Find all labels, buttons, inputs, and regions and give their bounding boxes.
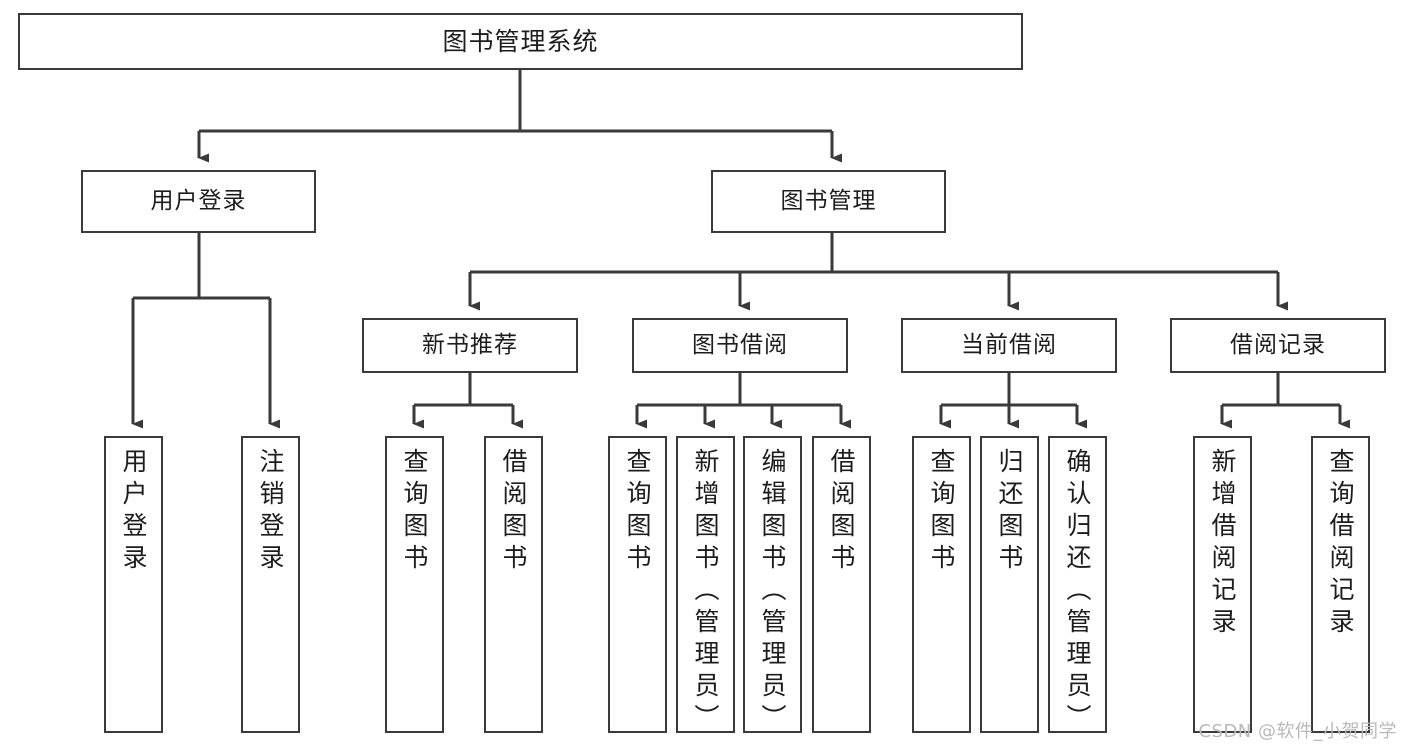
node-leaf-query-book-1-label: 查询图书 [400,448,429,576]
node-leaf-query-record-label: 查询借阅记录 [1326,448,1355,640]
node-leaf-borrow-book-1[interactable]: 借阅图书 [484,436,543,733]
node-leaf-return-book-label: 归还图书 [995,448,1024,576]
node-leaf-add-book-label: 新增图书（管理员） [691,448,720,736]
node-leaf-logout[interactable]: 注销登录 [241,436,300,733]
watermark-text: CSDN @软件_小贺同学 [1198,721,1397,742]
node-root-label: 图书管理系统 [442,26,599,56]
node-leaf-return-book[interactable]: 归还图书 [980,436,1039,733]
node-leaf-borrow-book-2[interactable]: 借阅图书 [812,436,871,733]
node-leaf-user-login-label: 用户登录 [119,448,148,576]
node-leaf-add-record-label: 新增借阅记录 [1208,448,1237,640]
node-leaf-query-book-2-label: 查询图书 [623,448,652,576]
node-leaf-confirm-return-label: 确认归还（管理员） [1063,448,1092,736]
node-user-login-label: 用户登录 [150,187,247,214]
node-leaf-logout-label: 注销登录 [256,448,285,576]
node-new-book-recommend[interactable]: 新书推荐 [362,318,578,373]
node-book-manage[interactable]: 图书管理 [711,170,946,233]
node-leaf-query-record[interactable]: 查询借阅记录 [1311,436,1370,733]
node-leaf-edit-book[interactable]: 编辑图书（管理员） [743,436,802,736]
node-leaf-borrow-book-1-label: 借阅图书 [499,448,528,576]
node-current-borrow[interactable]: 当前借阅 [901,318,1117,373]
node-book-manage-label: 图书管理 [780,187,877,214]
node-current-borrow-label: 当前借阅 [961,331,1057,358]
node-leaf-borrow-book-2-label: 借阅图书 [827,448,856,576]
node-user-login[interactable]: 用户登录 [81,170,316,233]
node-root[interactable]: 图书管理系统 [18,13,1023,70]
node-book-borrow-label: 图书借阅 [692,331,788,358]
node-leaf-edit-book-label: 编辑图书（管理员） [758,448,787,736]
node-leaf-query-book-1[interactable]: 查询图书 [385,436,444,733]
node-leaf-query-book-2[interactable]: 查询图书 [608,436,667,733]
node-new-book-recommend-label: 新书推荐 [422,331,518,358]
node-borrow-record-label: 借阅记录 [1230,331,1326,358]
node-leaf-query-book-3-label: 查询图书 [927,448,956,576]
node-book-borrow[interactable]: 图书借阅 [632,318,848,373]
node-leaf-confirm-return[interactable]: 确认归还（管理员） [1048,436,1107,736]
node-leaf-add-record[interactable]: 新增借阅记录 [1193,436,1252,733]
node-borrow-record[interactable]: 借阅记录 [1170,318,1386,373]
node-leaf-user-login[interactable]: 用户登录 [104,436,163,733]
node-leaf-add-book[interactable]: 新增图书（管理员） [676,436,735,736]
node-leaf-query-book-3[interactable]: 查询图书 [912,436,971,733]
